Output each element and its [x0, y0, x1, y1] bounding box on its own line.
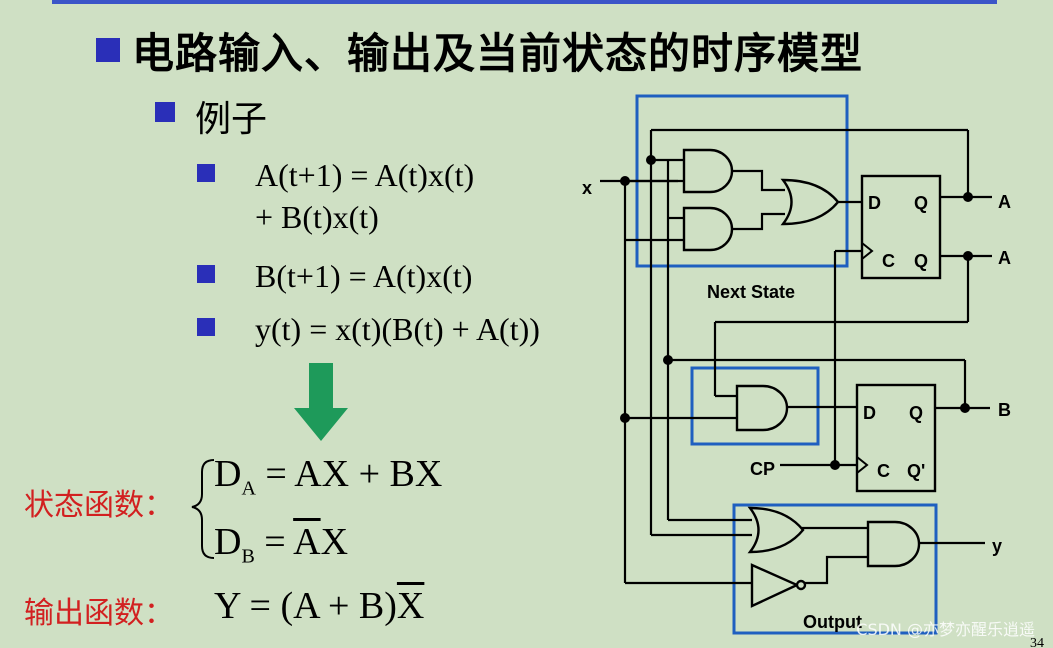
clock-triangle-a	[861, 242, 874, 260]
down-arrow-icon	[294, 363, 348, 441]
or-gate-output	[747, 506, 805, 554]
equation-output: Y = (A + B)X	[214, 585, 425, 627]
output-function-label: 输出函数：	[24, 596, 174, 631]
inverter-bubble	[795, 579, 807, 591]
bullet-square-icon	[197, 265, 215, 283]
ffa-d-label: D	[868, 193, 881, 213]
and-gate-1	[682, 148, 734, 194]
or-gate-next-state	[780, 178, 840, 226]
inverter-gate	[750, 563, 800, 608]
ffa-c-label: C	[882, 251, 895, 271]
bullet-square-icon	[155, 102, 175, 122]
and-gate-3	[735, 384, 789, 432]
ffb-d-label: D	[863, 403, 876, 423]
watermark: CSDN @亦梦亦醒乐逍遥	[856, 620, 1035, 639]
output-b-label: B	[998, 400, 1011, 420]
state-function-label: 状态函数：	[24, 488, 174, 523]
ffb-q-label: Q	[909, 403, 923, 423]
page-number: 34	[1030, 636, 1044, 648]
next-state-label: Next State	[707, 282, 795, 302]
output-box	[732, 503, 938, 635]
output-abar-label: A	[998, 248, 1011, 268]
equation-a-line2: + B(t)x(t)	[255, 199, 379, 235]
equation-da: DA = AX + BX	[214, 453, 443, 500]
equation-y: y(t) = x(t)(B(t) + A(t))	[255, 311, 540, 347]
brace	[191, 459, 215, 559]
equation-db: DB = AX	[214, 521, 349, 568]
clock-triangle-b	[856, 456, 869, 474]
clock-label: CP	[750, 459, 775, 479]
equation-b: B(t+1) = A(t)x(t)	[255, 258, 473, 294]
subtitle: 例子	[195, 99, 268, 140]
top-rule	[52, 0, 997, 4]
bullet-square-icon	[197, 318, 215, 336]
flip-flop-b	[855, 383, 937, 493]
ffb-c-label: C	[877, 461, 890, 481]
ffa-qn-label: Q	[914, 251, 928, 271]
bullet-square-icon	[96, 38, 120, 62]
input-x-label: x	[582, 178, 592, 198]
bullet-square-icon	[197, 164, 215, 182]
equation-a-line1: A(t+1) = A(t)x(t)	[255, 157, 475, 193]
output-box-label: Output	[803, 612, 862, 632]
output-y-label: y	[992, 536, 1002, 556]
output-a-label: A	[998, 192, 1011, 212]
and-gate-output	[866, 520, 921, 568]
slide-title: 电路输入、输出及当前状态的时序模型	[132, 29, 864, 78]
ffa-q-label: Q	[914, 193, 928, 213]
and-gate-2	[682, 206, 734, 252]
flip-flop-a	[860, 174, 942, 280]
ffb-qn-label: Q'	[907, 461, 925, 481]
